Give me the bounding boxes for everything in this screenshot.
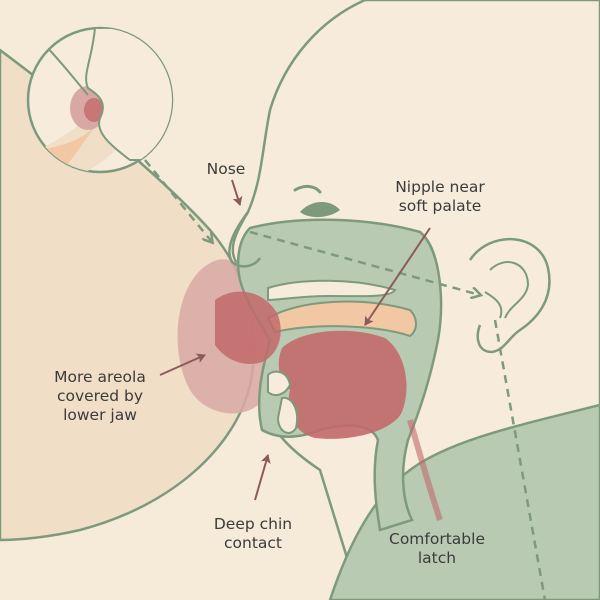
lower-jaw-gum: [267, 370, 292, 397]
ear-inner: [489, 261, 530, 319]
areola-arrow: [159, 353, 206, 376]
body-alignment-line: [493, 319, 547, 600]
nipple: [215, 291, 281, 365]
areola-label: More areola covered by lower jaw: [54, 368, 146, 424]
ear: [468, 238, 551, 354]
nipple-arrow: [364, 227, 431, 326]
latch-label: Comfortable latch: [389, 530, 485, 567]
inset-magnifier: [26, 26, 174, 174]
eyebrow: [293, 184, 322, 194]
nasal-passage: [267, 279, 397, 302]
jaw-tooth: [276, 396, 298, 434]
ear-canal: [484, 291, 503, 319]
alignment-line: [249, 230, 480, 295]
inset-connector: [144, 159, 212, 242]
baby-nose: [228, 211, 262, 268]
chin-arrow: [254, 454, 271, 501]
throat: [407, 419, 443, 521]
nose-arrow: [231, 179, 243, 206]
nose-label: Nose: [206, 160, 246, 178]
chin-label: Deep chin contact: [213, 515, 293, 552]
eye-icon: [300, 201, 340, 218]
nipple-label: Nipple near soft palate: [395, 178, 485, 215]
tongue: [278, 330, 407, 439]
palate: [266, 300, 417, 338]
